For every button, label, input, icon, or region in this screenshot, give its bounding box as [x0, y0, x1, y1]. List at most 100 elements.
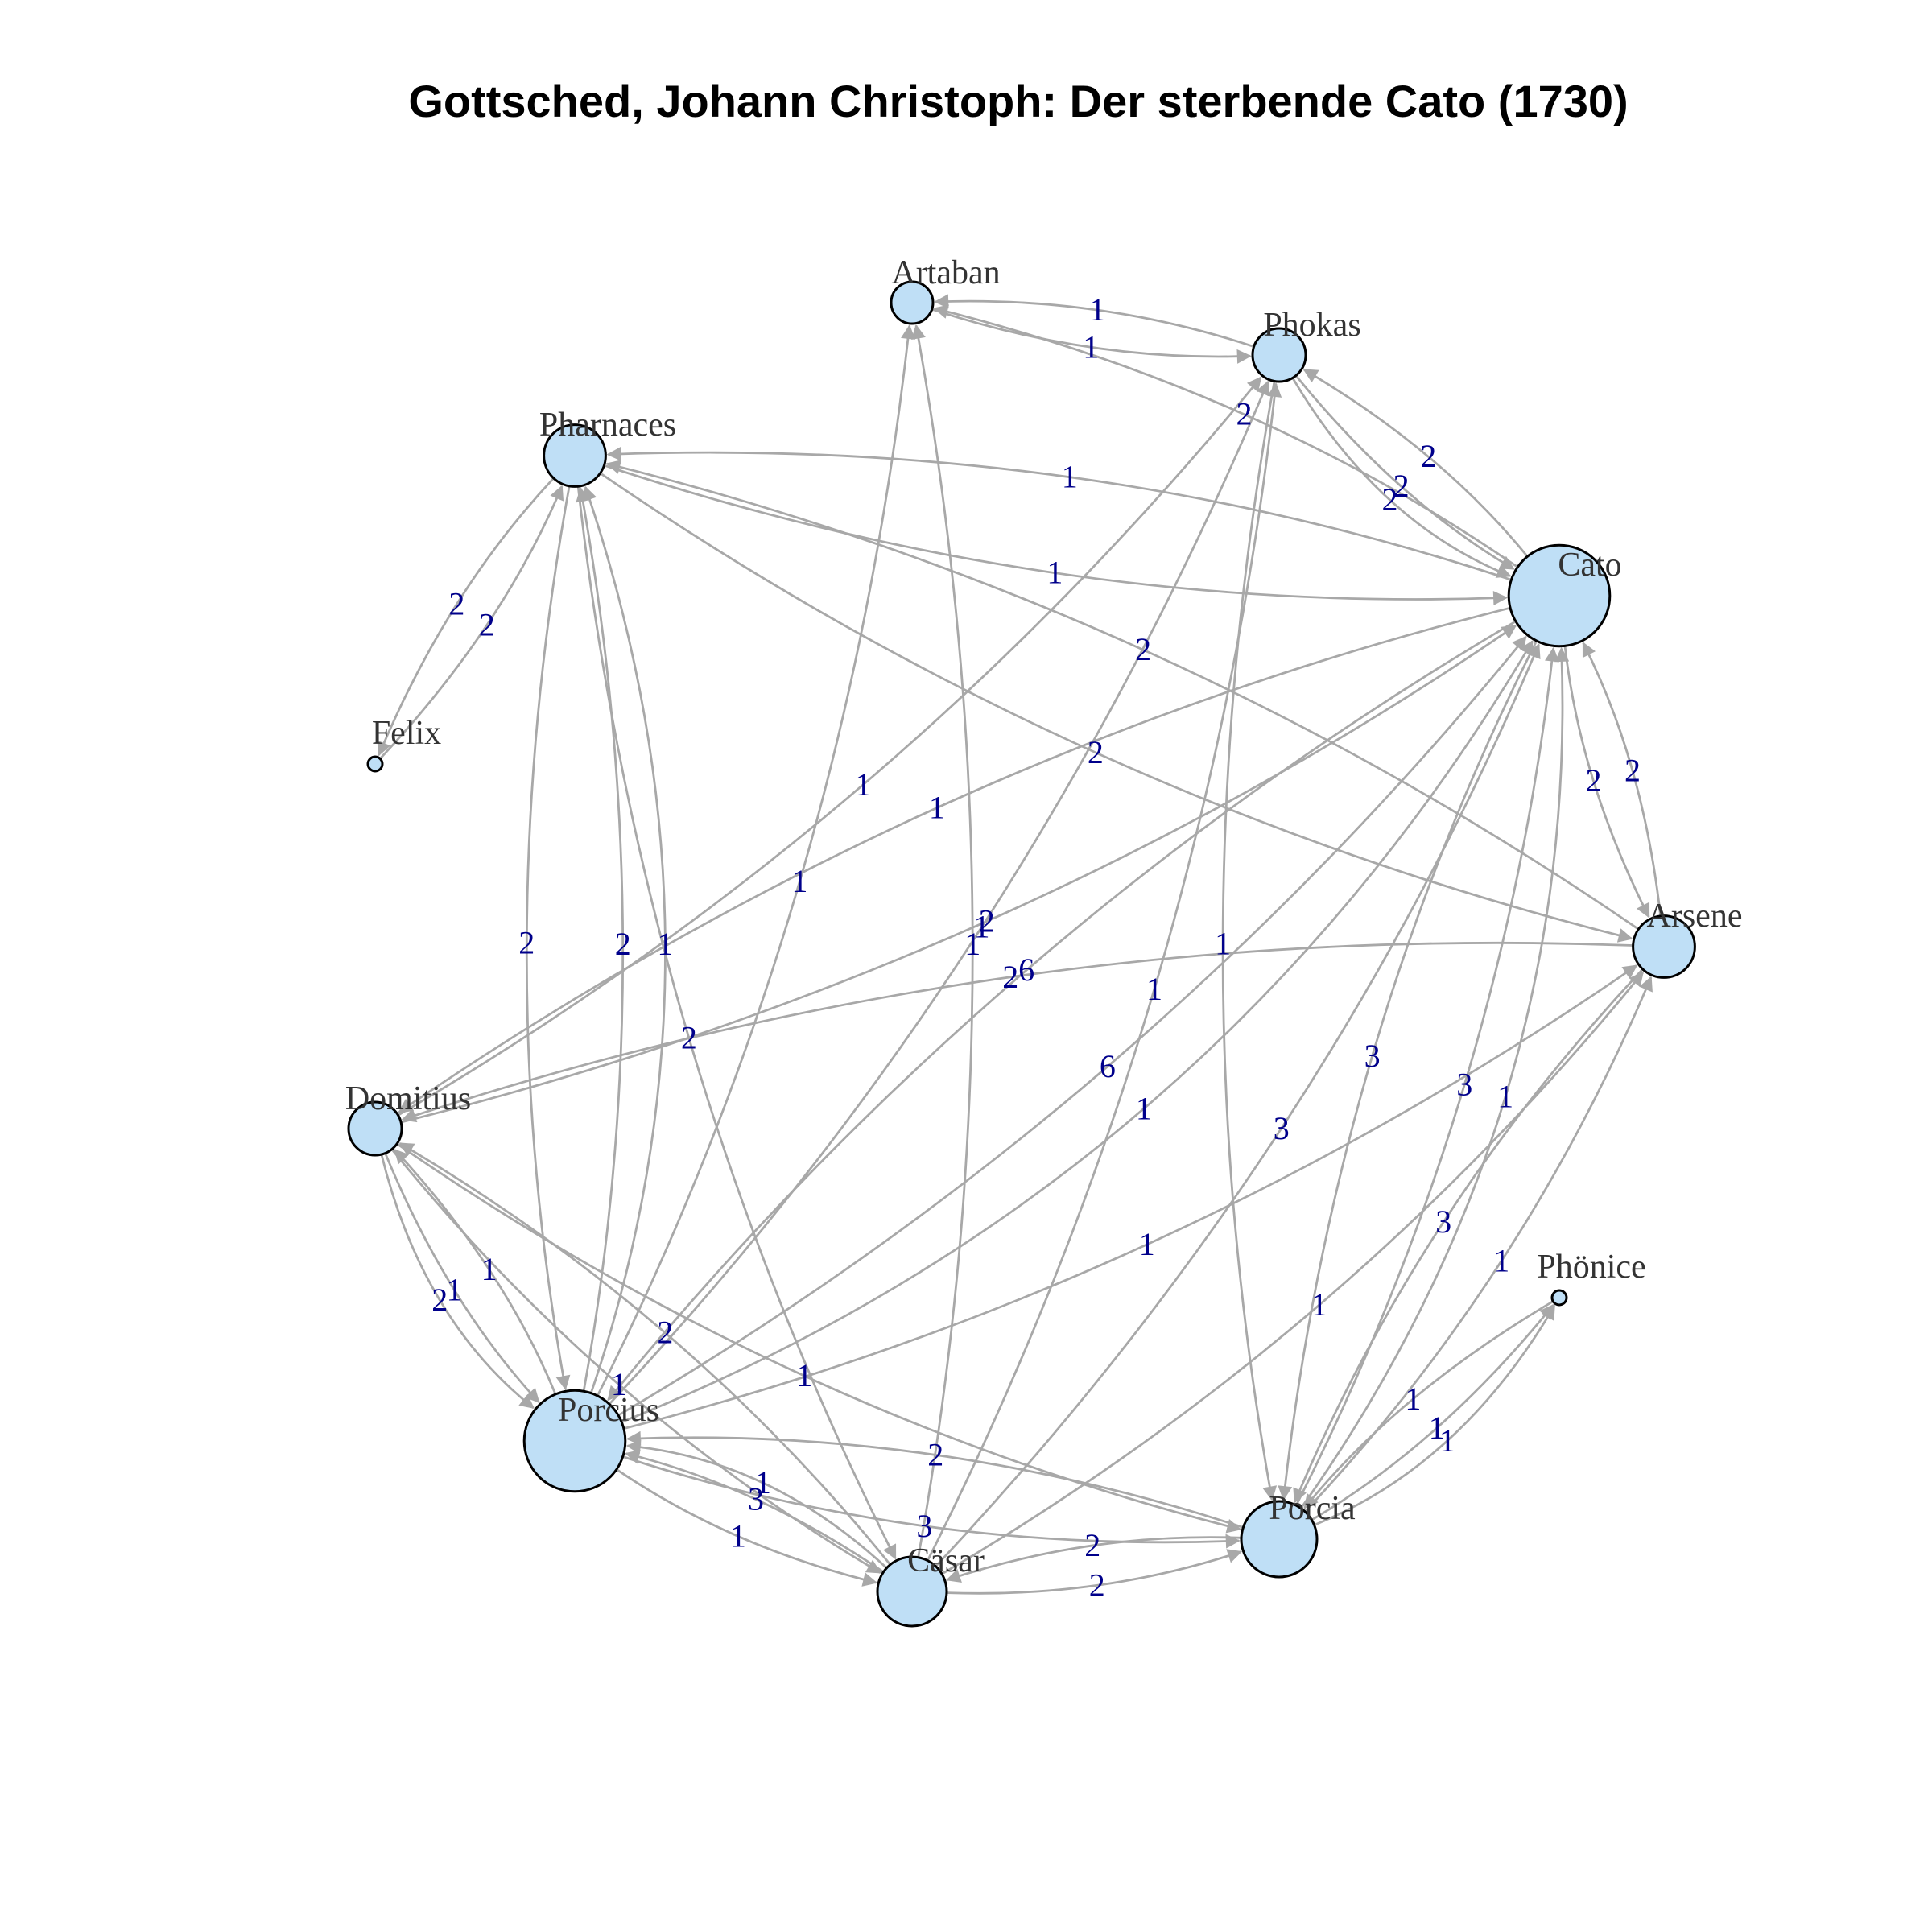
graph-title: Gottsched, Johann Christoph: Der sterben…	[408, 76, 1628, 126]
edge-label: 1	[1139, 1226, 1155, 1262]
edge-Phönice-to-Porcia	[1303, 1300, 1554, 1509]
edge-Domitius-to-Porcius	[384, 1153, 540, 1404]
edge-label: 2	[615, 926, 631, 962]
edges-layer	[377, 294, 1662, 1595]
edge-label: 2	[681, 1020, 697, 1056]
edge-Cato-to-Artaban	[933, 304, 1519, 568]
edge-Porcius-to-Cäsar	[616, 1468, 878, 1587]
edge-Porcius-to-Pharnaces	[576, 487, 625, 1392]
edge-label: 2	[1135, 631, 1151, 667]
node-label-cato: Cato	[1558, 547, 1621, 584]
edge-label: 1	[755, 1464, 771, 1501]
edge-Phokas-to-Artaban	[934, 294, 1255, 348]
edge-Phokas-to-Cato	[1291, 377, 1512, 578]
node-label-domitius: Domitius	[345, 1080, 471, 1117]
node-label-artaban: Artaban	[891, 254, 1000, 291]
edge-label: 2	[1002, 959, 1018, 995]
edge-label: 3	[748, 1481, 764, 1517]
edge-label: 2	[1236, 396, 1253, 432]
edge-Cäsar-to-Artaban	[911, 324, 974, 1558]
edge-Arsene-to-Domitius	[401, 941, 1633, 1123]
node-domitius	[347, 1100, 403, 1157]
edge-Cato-to-Domitius	[398, 606, 1511, 1113]
edge-Domitius-to-Cato	[400, 625, 1517, 1124]
edge-Porcia-to-Cato	[1300, 646, 1570, 1509]
node-label-porcius: Porcius	[558, 1392, 659, 1429]
node-cäsar	[876, 1555, 948, 1628]
nodes-layer	[347, 280, 1696, 1628]
edge-Pharnaces-to-Cato	[604, 464, 1509, 605]
edge-Cäsar-to-Porcius	[625, 1439, 888, 1569]
edge-Cäsar-to-Cato	[935, 642, 1541, 1567]
edge-label: 1	[1136, 1090, 1152, 1126]
edge-Cato-to-Pharnaces	[606, 446, 1512, 581]
edge-label: 3	[1456, 1067, 1472, 1103]
edge-label: 2	[1420, 438, 1436, 474]
edge-Cato-to-Phokas	[1302, 369, 1529, 558]
edge-Cato-to-Porcius	[607, 620, 1517, 1402]
edge-Porcius-to-Phokas	[608, 380, 1270, 1406]
edge-label: 1	[447, 1272, 463, 1308]
edge-Porcia-to-Cato	[1294, 646, 1559, 1506]
edge-label: 2	[657, 1315, 673, 1351]
node-felix	[366, 755, 384, 773]
edge-Pharnaces-to-Porcius	[525, 485, 571, 1391]
edge-label: 1	[1062, 459, 1078, 495]
edge-Cato-to-Porcia	[1278, 640, 1538, 1501]
edge-label: 2	[1089, 1567, 1105, 1603]
edge-label: 1	[1046, 555, 1063, 591]
node-porcia	[1240, 1500, 1319, 1579]
edge-label: 1	[1146, 971, 1162, 1007]
node-label-phönice: Phönice	[1537, 1249, 1645, 1286]
edge-Porcius-to-Pharnaces	[582, 485, 667, 1394]
edge-label: 3	[1274, 1110, 1290, 1146]
edge-Domitius-to-Porcia	[396, 1142, 1242, 1534]
edge-label: 1	[1405, 1381, 1421, 1417]
edge-Arsene-to-Cato	[1582, 642, 1662, 916]
node-phönice	[1550, 1289, 1568, 1307]
edge-Domitius-to-Phokas	[397, 376, 1262, 1117]
edge-Porcia-to-Porcius	[625, 1430, 1244, 1529]
edge-Porcius-to-Porcia	[622, 1455, 1241, 1549]
edge-label: 1	[791, 863, 807, 899]
edge-label: 2	[979, 903, 995, 939]
edge-Cäsar-to-Arsene	[941, 971, 1644, 1575]
node-label-phokas: Phokas	[1263, 307, 1360, 344]
edge-Cato-to-Arsene	[1563, 646, 1650, 919]
edge-Porcia-to-Cäsar	[945, 1536, 1242, 1583]
edge-Porcia-to-Arsene	[1304, 976, 1653, 1513]
node-label-porcia: Porcia	[1269, 1490, 1356, 1527]
edge-label: 6	[1100, 1048, 1116, 1084]
edge-label: 1	[1439, 1422, 1455, 1459]
edge-label: 1	[481, 1251, 497, 1287]
edge-label: 1	[1493, 1243, 1509, 1279]
edge-label: 1	[929, 790, 945, 826]
edge-Cäsar-to-Domitius	[398, 1142, 891, 1566]
edge-label: 2	[1084, 1527, 1100, 1563]
node-label-arsene: Arsene	[1647, 898, 1743, 935]
node-label-pharnaces: Pharnaces	[539, 407, 676, 444]
edge-label: 6	[1018, 952, 1034, 988]
edge-Artaban-to-Phokas	[931, 308, 1252, 364]
edge-label: 2	[1393, 468, 1410, 504]
edge-label: 3	[1435, 1203, 1451, 1240]
edge-label: 2	[518, 924, 535, 960]
edge-label: 2	[1088, 734, 1104, 770]
node-porcius	[522, 1389, 627, 1493]
edge-label: 1	[974, 909, 990, 945]
edge-Domitius-to-Cäsar	[390, 1148, 881, 1574]
edge-Porcia-to-Phönice	[1314, 1304, 1556, 1526]
edge-label: 1	[964, 926, 980, 962]
edge-Domitius-to-Porcius	[380, 1154, 535, 1410]
edge-label: 3	[1364, 1038, 1381, 1074]
edge-label: 1	[730, 1517, 746, 1554]
edge-label: 2	[1586, 762, 1602, 799]
edge-label: 1	[1089, 291, 1105, 328]
edge-Phokas-to-Porcia	[1221, 381, 1278, 1501]
edge-label: 1	[611, 1366, 627, 1402]
edge-Porcius-to-Cato	[621, 640, 1534, 1423]
edge-label: 1	[1215, 925, 1231, 961]
node-arsene	[1632, 914, 1696, 979]
edge-Porcius-to-Artaban	[596, 324, 915, 1397]
edge-Porcius-to-Domitius	[394, 1149, 557, 1395]
